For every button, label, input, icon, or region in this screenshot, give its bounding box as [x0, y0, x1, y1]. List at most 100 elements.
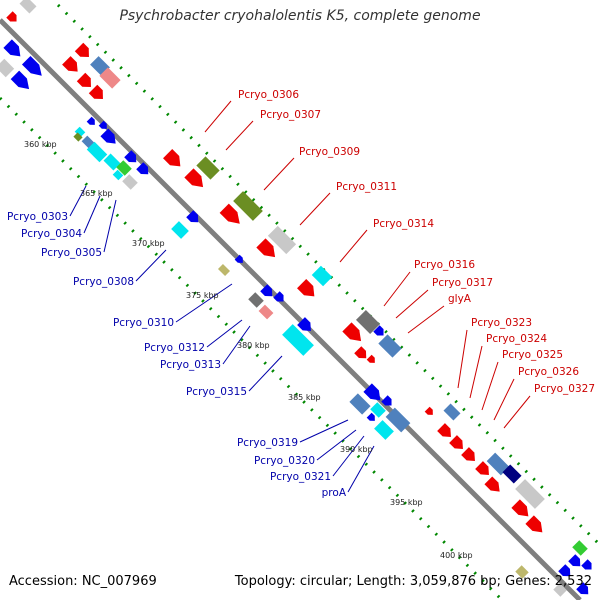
gene-feature-61 [461, 447, 475, 461]
gene-feature-71 [581, 559, 592, 570]
kbp-tick-label: 385 kbp [288, 393, 321, 402]
gene-feature-35 [234, 254, 243, 263]
leader-line-forward [225, 120, 254, 151]
gene-feature-19 [124, 150, 137, 163]
gene-feature-64 [502, 464, 522, 484]
leader-line-forward [493, 378, 515, 421]
gene-label-forward: Pcryo_0323 [471, 317, 532, 329]
leader-line-reverse [347, 445, 375, 493]
leader-line-forward [204, 100, 232, 133]
gene-feature-10 [76, 72, 91, 87]
leader-line-reverse [206, 319, 243, 348]
gene-feature-2 [3, 39, 21, 57]
leader-line-reverse [69, 185, 87, 217]
leader-line-reverse [175, 283, 233, 323]
gene-feature-41 [258, 304, 274, 320]
gene-label-reverse: Pcryo_0320 [254, 455, 315, 467]
gene-feature-56 [366, 412, 375, 421]
leader-line-reverse [332, 435, 365, 477]
gene-feature-1 [6, 11, 17, 22]
gene-labels: Pcryo_0306Pcryo_0307Pcryo_0309Pcryo_0311… [7, 89, 595, 499]
kbp-tick-label: 400 kbp [440, 551, 473, 560]
gene-label-forward: Pcryo_0316 [414, 259, 475, 271]
gene-feature-74 [576, 582, 589, 595]
gene-feature-23 [122, 174, 138, 190]
gene-feature-63 [486, 452, 510, 476]
gene-feature-7 [74, 42, 89, 57]
gene-feature-39 [260, 284, 273, 297]
kbp-tick-label: 365 kbp [80, 189, 113, 198]
gene-label-reverse: proA [322, 487, 347, 499]
gene-feature-26 [196, 156, 220, 180]
genome-summary-text: Topology: circular; Length: 3,059,876 bp… [234, 574, 592, 589]
gene-feature-72 [558, 564, 571, 577]
gene-label-forward: Pcryo_0314 [373, 218, 434, 230]
leader-line-forward [469, 345, 483, 399]
gene-feature-24 [112, 169, 124, 181]
gene-label-reverse: Pcryo_0315 [186, 386, 247, 398]
gene-label-forward: Pcryo_0307 [260, 109, 321, 121]
accession-text: Accession: NC_007969 [9, 574, 157, 589]
gene-feature-0 [19, 0, 37, 14]
gene-feature-22 [136, 162, 149, 175]
gene-feature-30 [267, 225, 297, 255]
gene-feature-55 [374, 420, 394, 440]
gene-feature-11 [88, 84, 103, 99]
kbp-tick-label: 395 kbp [390, 498, 423, 507]
leader-line-forward [383, 271, 411, 307]
gene-feature-45 [342, 322, 362, 342]
gene-feature-38 [248, 292, 264, 308]
gene-feature-32 [186, 210, 199, 223]
kbp-tick-label: 370 kbp [132, 239, 165, 248]
gene-label-reverse: Pcryo_0304 [21, 228, 82, 240]
leader-line-forward [339, 229, 368, 263]
gene-feature-3 [0, 58, 15, 78]
gene-feature-52 [370, 402, 386, 418]
gene-feature-70 [568, 554, 581, 567]
gene-feature-37 [297, 279, 315, 297]
kbp-tick-label: 360 kbp [24, 140, 57, 149]
leader-line-forward [395, 289, 429, 319]
gene-feature-58 [443, 403, 461, 421]
gene-feature-36 [311, 265, 333, 287]
gene-label-forward: Pcryo_0325 [502, 349, 563, 361]
gene-label-forward: Pcryo_0317 [432, 277, 493, 289]
leader-line-forward [503, 395, 531, 429]
gene-label-reverse: Pcryo_0310 [113, 317, 174, 329]
gene-feature-65 [484, 476, 500, 492]
kbp-tick-label: 375 kbp [186, 291, 219, 300]
gene-label-reverse: Pcryo_0308 [73, 276, 134, 288]
leader-line-reverse [103, 199, 117, 253]
genome-backbone [0, 18, 582, 600]
leader-line-reverse [299, 419, 349, 443]
gene-feature-31 [256, 238, 276, 258]
gene-feature-48 [354, 346, 367, 359]
map-title: Psychrobacter cryohalolentis K5, complet… [119, 8, 481, 24]
gene-feature-68 [525, 515, 543, 533]
leader-line-reverse [135, 249, 167, 282]
gene-feature-43 [297, 317, 311, 331]
kbp-tick-label: 390 kbp [340, 445, 373, 454]
gene-feature-42 [282, 324, 314, 356]
gene-feature-29 [219, 203, 240, 224]
leader-line-forward [263, 157, 295, 191]
gene-feature-53 [381, 395, 392, 406]
gc-track-inner [0, 96, 502, 600]
gene-feature-15 [73, 132, 83, 142]
gene-feature-33 [171, 221, 189, 239]
gene-feature-28 [233, 191, 263, 221]
leader-line-reverse [83, 195, 101, 234]
kbp-tick-label: 380 kbp [237, 341, 270, 350]
gene-feature-40 [273, 291, 284, 302]
gene-feature-34 [217, 263, 231, 277]
gene-label-reverse: Pcryo_0312 [144, 342, 205, 354]
gene-feature-12 [86, 116, 95, 125]
gene-label-reverse: Pcryo_0319 [237, 437, 298, 449]
gene-feature-25 [163, 149, 181, 167]
gene-label-forward: Pcryo_0311 [336, 181, 397, 193]
gene-feature-27 [184, 168, 204, 188]
gene-feature-6 [62, 56, 78, 72]
gene-feature-13 [98, 120, 107, 129]
